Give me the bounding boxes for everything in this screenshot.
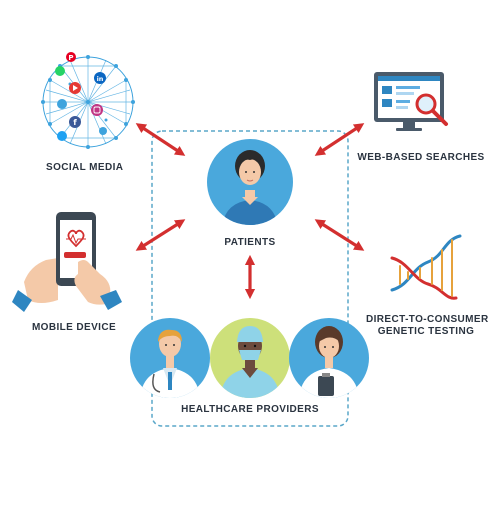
label-social-media: SOCIAL MEDIA: [46, 162, 124, 173]
whatsapp-icon: [55, 66, 65, 76]
nurse-avatar-icon: [289, 318, 369, 398]
social-app-icons: P in f: [55, 52, 107, 141]
patient-provider-frame: [151, 130, 349, 427]
svg-text:f: f: [73, 118, 77, 127]
arrow-social-patients: [135, 123, 186, 156]
label-patients: PATIENTS: [224, 237, 276, 248]
social-network-globe-icon: P in f: [41, 52, 135, 149]
label-web-searches: WEB-BASED SEARCHES: [357, 152, 485, 163]
doctor-avatar-icon: [130, 318, 210, 398]
arrow-web-patients: [314, 123, 365, 156]
instagram-icon: [91, 104, 103, 116]
linkedin-icon: [94, 72, 106, 84]
hand-smartphone-heart-icon: [12, 212, 122, 312]
label-dtc-genetic-testing: DIRECT-TO-CONSUMER GENETIC TESTING: [366, 314, 489, 338]
surgeon-avatar-icon: [210, 318, 290, 398]
patient-avatar-icon: [207, 139, 293, 225]
connection-arrows: [135, 123, 365, 300]
users-icon: [57, 99, 67, 109]
chat-icon: [99, 127, 107, 135]
arrow-mobile-patients: [135, 219, 186, 251]
dna-helix-icon: [390, 234, 462, 300]
svg-text:P: P: [68, 54, 73, 62]
label-healthcare-providers: HEALTHCARE PROVIDERS: [181, 404, 319, 415]
monitor-magnifier-icon: [374, 72, 448, 131]
arrow-dna-patients: [314, 219, 365, 251]
label-mobile-device: MOBILE DEVICE: [31, 322, 117, 333]
label-dtc-line2: GENETIC TESTING: [377, 326, 475, 337]
label-dtc-line1: DIRECT-TO-CONSUMER: [366, 314, 489, 325]
pinterest-icon: [66, 52, 76, 62]
svg-text:in: in: [97, 75, 104, 83]
twitter-icon: [57, 131, 67, 141]
facebook-icon: [69, 116, 81, 128]
